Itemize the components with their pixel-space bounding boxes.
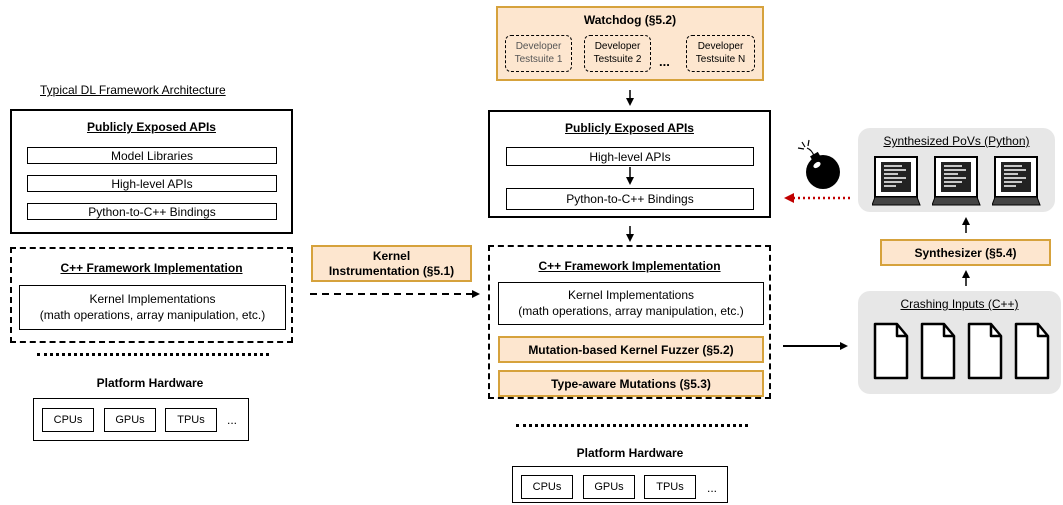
left-hw-cpus: CPUs	[42, 408, 94, 432]
document-icon	[1014, 322, 1050, 380]
bomb-icon	[797, 139, 840, 189]
left-hw-tpus: TPUs	[165, 408, 217, 432]
watchdog-title: Watchdog (§5.2)	[583, 13, 677, 27]
left-hw-title: Platform Hardware	[96, 376, 204, 390]
center-hw-tpus: TPUs	[644, 475, 696, 499]
kernel-instr-line1: Kernel	[372, 249, 411, 263]
left-hw-ellipsis: ...	[226, 413, 237, 427]
left-hw-gpus: GPUs	[104, 408, 156, 432]
watchdog-testsuite-2: Developer Testsuite 2	[584, 35, 651, 72]
synthesized-povs-title: Synthesized PoVs (Python)	[883, 134, 1030, 148]
testsuite-1-line2: Testsuite 1	[514, 54, 563, 65]
crashing-inputs-title: Crashing Inputs (C++)	[900, 297, 1019, 311]
left-kernel-line1: Kernel Implementations	[89, 292, 216, 306]
testsuite-2-line1: Developer	[594, 41, 641, 52]
watchdog-testsuite-1: Developer Testsuite 1	[505, 35, 572, 72]
center-hw-gpus: GPUs	[583, 475, 635, 499]
center-kernel-line2: (math operations, array manipulation, et…	[518, 304, 744, 318]
left-cpp-title: C++ Framework Implementation	[60, 261, 243, 275]
type-aware-mutations-box: Type-aware Mutations (§5.3)	[498, 370, 764, 397]
center-kernel-line1: Kernel Implementations	[567, 288, 695, 302]
testsuite-2-line2: Testsuite 2	[593, 54, 642, 65]
center-hw-cpus: CPUs	[521, 475, 573, 499]
kernel-instr-line2: Instrumentation (§5.1)	[328, 264, 455, 278]
pov-computer-icon	[992, 156, 1041, 206]
center-hw-title: Platform Hardware	[576, 446, 684, 460]
center-apis-title: Publicly Exposed APIs	[565, 121, 694, 135]
pov-computer-icon	[872, 156, 921, 206]
center-hw-ellipsis: ...	[706, 481, 717, 495]
document-icon	[920, 322, 956, 380]
left-kernel-line2: (math operations, array manipulation, et…	[39, 308, 266, 322]
kernel-fuzzer-box: Mutation-based Kernel Fuzzer (§5.2)	[498, 336, 764, 363]
testsuite-1-line1: Developer	[515, 41, 562, 52]
left-api-model-libraries: Model Libraries	[27, 147, 277, 164]
watchdog-testsuite-n: Developer Testsuite N	[686, 35, 755, 72]
watchdog-box	[496, 6, 764, 81]
testsuite-n-line1: Developer	[697, 41, 744, 52]
center-kernel-box: Kernel Implementations (math operations,…	[498, 282, 764, 325]
left-kernel-box: Kernel Implementations (math operations,…	[19, 285, 286, 330]
left-architecture-title: Typical DL Framework Architecture	[40, 83, 226, 97]
center-api-high-level: High-level APIs	[506, 147, 754, 166]
testsuite-n-line2: Testsuite N	[695, 54, 746, 65]
pov-computer-icon	[932, 156, 981, 206]
center-cpp-framework-box	[488, 245, 771, 399]
document-icon	[967, 322, 1003, 380]
left-cpp-framework-box	[10, 247, 293, 343]
left-dotted-separator	[37, 353, 269, 356]
synthesizer-box: Synthesizer (§5.4)	[880, 239, 1051, 266]
kernel-instrumentation-box: Kernel Instrumentation (§5.1)	[311, 245, 472, 282]
document-icon	[873, 322, 909, 380]
watchdog-ellipsis: ...	[659, 54, 670, 69]
center-dotted-separator	[516, 424, 748, 427]
center-api-bindings: Python-to-C++ Bindings	[506, 188, 754, 210]
left-apis-title: Publicly Exposed APIs	[87, 120, 216, 134]
left-api-high-level: High-level APIs	[27, 175, 277, 192]
center-cpp-title: C++ Framework Implementation	[538, 259, 721, 273]
left-api-bindings: Python-to-C++ Bindings	[27, 203, 277, 220]
